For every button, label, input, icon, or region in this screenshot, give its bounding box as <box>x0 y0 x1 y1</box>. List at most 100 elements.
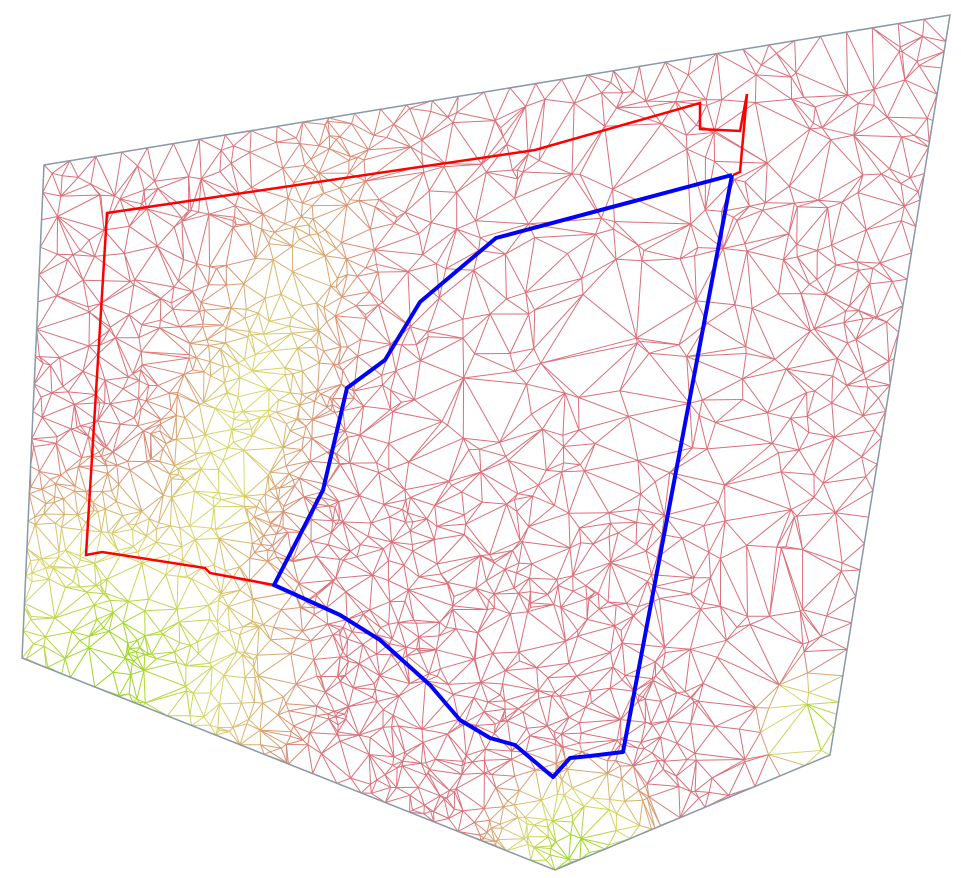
mesh-edge <box>42 416 72 430</box>
mesh-edge <box>88 647 126 659</box>
mesh-edge <box>342 521 372 524</box>
mesh-edge <box>802 609 822 637</box>
mesh-edge <box>252 598 282 611</box>
mesh-edge <box>534 237 568 255</box>
mesh-edge <box>72 254 95 257</box>
mesh-edge <box>70 647 90 678</box>
mesh-edge <box>594 443 639 461</box>
mesh-edge <box>282 496 305 513</box>
mesh-edge <box>608 799 610 810</box>
mesh-edge <box>106 578 129 602</box>
mesh-edge <box>538 690 556 693</box>
mesh-edge <box>88 229 105 241</box>
mesh-edge <box>547 677 556 693</box>
mesh-edge <box>525 292 536 311</box>
mesh-edge <box>610 522 619 534</box>
mesh-edge <box>424 804 431 812</box>
mesh-edge <box>206 327 227 341</box>
mesh-edge <box>705 99 708 106</box>
mesh-edge <box>494 87 511 121</box>
mesh-edge <box>511 735 531 752</box>
mesh-edge <box>217 703 220 728</box>
mesh-edge <box>365 180 380 200</box>
mesh-edge <box>61 160 71 176</box>
mesh-edge <box>465 523 490 556</box>
mesh-edge <box>105 459 118 466</box>
mesh-edge <box>299 397 308 406</box>
mesh-edge <box>100 578 108 586</box>
mesh-edge <box>218 538 241 568</box>
mesh-edge <box>286 739 304 745</box>
mesh-edge <box>507 720 527 729</box>
mesh-edge <box>662 761 665 770</box>
mesh-edge <box>609 679 623 689</box>
mesh-edge <box>708 551 721 560</box>
mesh-edge <box>409 673 430 684</box>
mesh-edge <box>300 203 303 217</box>
mesh-edge <box>402 754 408 762</box>
mesh-edge <box>474 313 491 354</box>
mesh-edge <box>144 654 157 660</box>
mesh-edge <box>202 326 208 340</box>
mesh-edge <box>636 509 639 523</box>
mesh-edge <box>690 593 704 604</box>
mesh-edge <box>453 682 481 695</box>
mesh-edge <box>257 312 270 322</box>
mesh-edge <box>637 460 656 483</box>
mesh-edge <box>156 541 182 548</box>
mesh-edge <box>901 51 918 62</box>
mesh-edge <box>529 577 548 595</box>
mesh-edge <box>514 370 527 385</box>
mesh-edge <box>159 327 191 344</box>
mesh-edge <box>436 668 441 677</box>
mesh-edge <box>797 250 818 258</box>
mesh-edge <box>277 714 294 727</box>
mesh-edge <box>342 495 360 523</box>
mesh-edge <box>888 331 900 362</box>
mesh-edge <box>654 586 691 595</box>
mesh-edge <box>212 492 220 498</box>
mesh-edge <box>244 354 256 361</box>
mesh-edge <box>171 497 181 528</box>
mesh-edge <box>690 577 695 594</box>
mesh-edge <box>230 283 245 309</box>
mesh-edge <box>412 550 438 565</box>
mesh-edge <box>203 703 220 718</box>
mesh-edge <box>323 346 341 352</box>
mesh-edge <box>396 211 406 218</box>
mesh-edge <box>820 615 828 637</box>
mesh-edge <box>320 676 326 693</box>
mesh-edge <box>809 127 823 130</box>
mesh-edge <box>204 307 232 311</box>
mesh-edge <box>563 794 573 816</box>
mesh-edge <box>579 528 582 543</box>
mesh-edge <box>122 610 146 624</box>
mesh-edge <box>301 176 316 204</box>
mesh-edge <box>189 506 215 527</box>
mesh-edge <box>50 364 64 387</box>
mesh-edge <box>533 824 549 838</box>
mesh-edge <box>43 513 56 524</box>
mesh-edge <box>279 479 294 489</box>
mesh-edge <box>421 762 430 771</box>
mesh-edge <box>184 417 194 438</box>
mesh-edge <box>345 718 360 736</box>
mesh-edge <box>231 307 247 310</box>
mesh-edge <box>487 701 506 710</box>
mesh-edge <box>179 642 191 646</box>
mesh-edge <box>239 566 250 581</box>
mesh-edge <box>468 448 480 451</box>
mesh-edge <box>344 706 350 715</box>
mesh-edge <box>581 719 621 734</box>
mesh-edge <box>222 447 229 461</box>
mesh-edge <box>373 223 395 251</box>
mesh-edge <box>260 744 265 755</box>
mesh-edge <box>248 312 259 332</box>
mesh-edge <box>34 513 45 525</box>
mesh-edge <box>493 720 508 734</box>
mesh-edge <box>341 296 357 307</box>
mesh-edge <box>55 522 62 528</box>
mesh-edge <box>420 360 464 379</box>
mesh-edge <box>63 498 79 516</box>
